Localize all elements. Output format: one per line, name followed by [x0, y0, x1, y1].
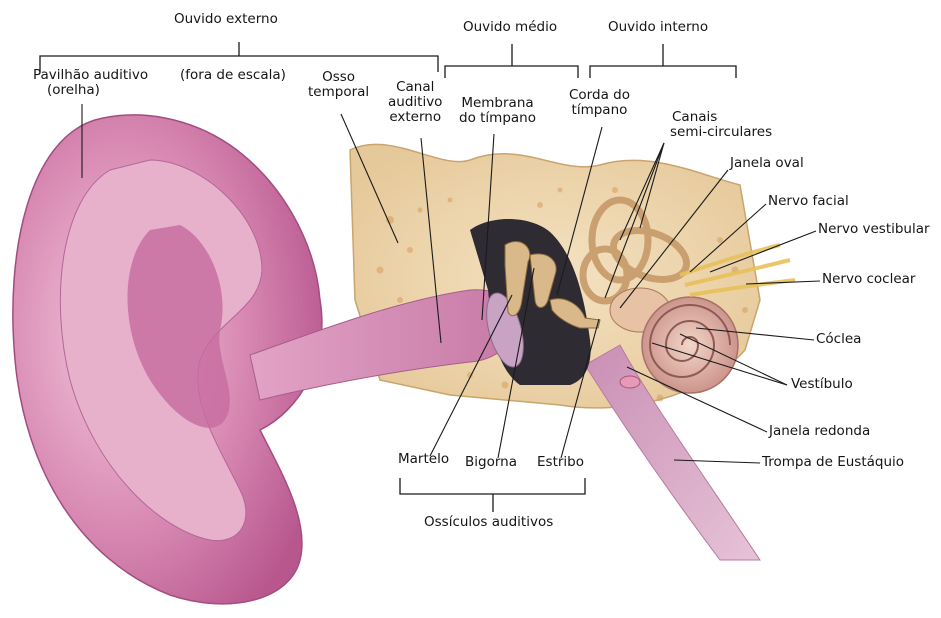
pavilhao-label: Pavilhão auditivo (orelha): [33, 68, 148, 98]
ossiculos-label: Ossículos auditivos: [424, 515, 553, 530]
canal-line-3: externo: [388, 110, 442, 125]
janela-redonda-label: Janela redonda: [769, 424, 870, 439]
fora-de-escala-label: (fora de escala): [180, 68, 286, 83]
osso-temporal-label: Osso temporal: [308, 70, 369, 100]
bigorna-label: Bigorna: [465, 455, 517, 470]
canal-line-2: auditivo: [388, 95, 442, 110]
ouvido-interno-label: Ouvido interno: [608, 20, 708, 35]
canais-line-1: Canais: [670, 110, 772, 125]
osso-line-2: temporal: [308, 85, 369, 100]
ouvido-externo-label: Ouvido externo: [174, 12, 278, 27]
canais-line-2: semi-circulares: [670, 125, 772, 140]
membrana-label: Membrana do tímpano: [459, 96, 536, 126]
canal-line-1: Canal: [388, 80, 442, 95]
nervo-facial-label: Nervo facial: [768, 194, 849, 209]
corda-label: Corda do tímpano: [569, 88, 630, 118]
martelo-label: Martelo: [398, 452, 449, 467]
round-window: [620, 376, 640, 388]
corda-line-2: tímpano: [569, 103, 630, 118]
osso-line-1: Osso: [308, 70, 369, 85]
membrana-line-2: do tímpano: [459, 111, 536, 126]
vestibulo-label: Vestíbulo: [791, 377, 853, 392]
janela-oval-label: Janela oval: [730, 156, 804, 171]
nervo-coclear-label: Nervo coclear: [822, 272, 915, 287]
nervo-vestibular-label: Nervo vestibular: [818, 222, 930, 237]
cochlea: [642, 297, 738, 393]
canal-auditivo-label: Canal auditivo externo: [388, 80, 442, 125]
coclea-label: Cóclea: [816, 332, 861, 347]
trompa-label: Trompa de Eustáquio: [762, 455, 904, 470]
corda-line-1: Corda do: [569, 88, 630, 103]
ouvido-medio-label: Ouvido médio: [463, 20, 557, 35]
pavilhao-line-2: (orelha): [33, 83, 148, 98]
canais-label: Canais semi-circulares: [670, 110, 772, 140]
estribo-label: Estribo: [537, 455, 584, 470]
pavilhao-line-1: Pavilhão auditivo: [33, 68, 148, 83]
membrana-line-1: Membrana: [459, 96, 536, 111]
